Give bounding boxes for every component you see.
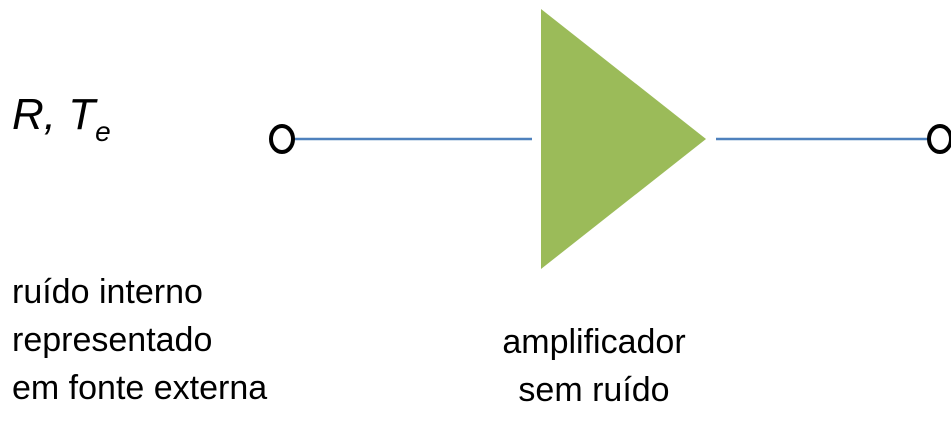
source-label-main: R, T [12, 90, 96, 139]
input-terminal [269, 124, 295, 154]
amplifier-caption: amplificador sem ruído [470, 318, 718, 414]
source-label-subscript: e [95, 116, 111, 147]
source-caption-line: em fonte externa [12, 369, 268, 407]
amplifier-caption-line: sem ruído [518, 371, 670, 409]
source-caption-line: ruído interno [12, 273, 203, 311]
amplifier-caption-line: amplificador [502, 323, 686, 361]
output-terminal [927, 124, 951, 154]
amplifier-triangle-icon [541, 9, 706, 269]
source-caption-line: representado [12, 321, 213, 359]
source-label: R, Te [12, 90, 111, 146]
source-caption: ruído interno representado em fonte exte… [12, 268, 267, 412]
